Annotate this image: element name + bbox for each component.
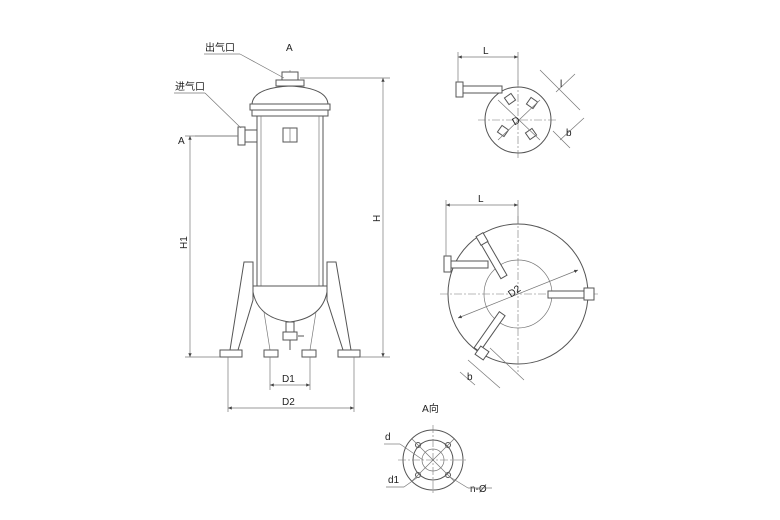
dim-d2: D2 [282, 397, 295, 408]
flange-view: A向 d d1 n-Ø [384, 402, 492, 495]
bolt-hole [445, 442, 451, 448]
small-dim-d: D [511, 115, 523, 128]
leg-right [326, 261, 352, 351]
large-dim-l: L [478, 194, 484, 205]
top-view-large: L D2 b [440, 194, 598, 389]
flange-dim-d1: d1 [388, 475, 400, 486]
bottom-head [252, 285, 328, 323]
vessel-body [256, 115, 324, 287]
leg-left [229, 261, 254, 351]
outlet-flange [275, 79, 305, 87]
bolt-hole [415, 442, 421, 448]
section-a-top: A [286, 43, 293, 54]
bolt-hole [445, 472, 451, 478]
inlet-pipe [243, 129, 258, 143]
front-view: 出气口 进气口 A A H H1 D1 D2 [174, 41, 390, 412]
flange-view-title: A向 [422, 402, 439, 415]
outlet-label: 出气口 [205, 41, 235, 54]
top-view-small: L D l b [455, 46, 585, 160]
drain-valve [285, 321, 295, 333]
large-dim-b: b [467, 372, 473, 383]
bolt-hole [415, 472, 421, 478]
small-dim-b-top: l [560, 79, 562, 90]
inlet-label: 进气口 [175, 80, 205, 93]
dim-h: H [372, 215, 383, 222]
inlet-flange [237, 126, 246, 146]
top-cover [251, 85, 329, 106]
small-dim-b: b [566, 128, 572, 139]
section-a-left: A [178, 136, 185, 147]
flange-dim-d: d [385, 432, 391, 443]
flange-holes: n-Ø [470, 484, 487, 495]
dim-d1: D1 [282, 374, 295, 385]
small-dim-l: L [483, 46, 489, 57]
dim-h1: H1 [179, 236, 190, 249]
